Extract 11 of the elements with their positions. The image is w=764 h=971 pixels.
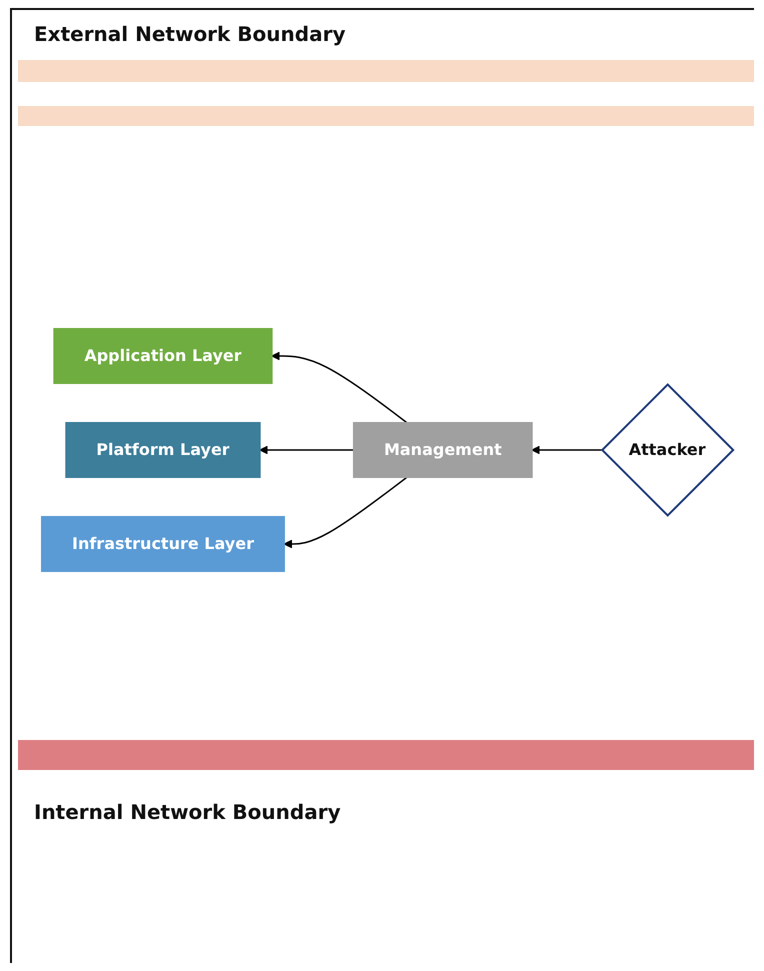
arrow xyxy=(272,352,408,424)
node-box: Infrastructure Layer xyxy=(41,516,286,572)
node-box: Management xyxy=(353,422,534,478)
node-box: Application Layer xyxy=(54,328,274,384)
arrow xyxy=(260,446,354,454)
boundary-label: External Network Boundary xyxy=(34,22,346,46)
boundary-label: Internal Network Boundary xyxy=(34,800,341,824)
arrow xyxy=(284,476,408,548)
node-box: Platform Layer xyxy=(66,422,262,478)
arrow xyxy=(532,446,602,454)
node-diamond: Attacker xyxy=(601,383,735,517)
